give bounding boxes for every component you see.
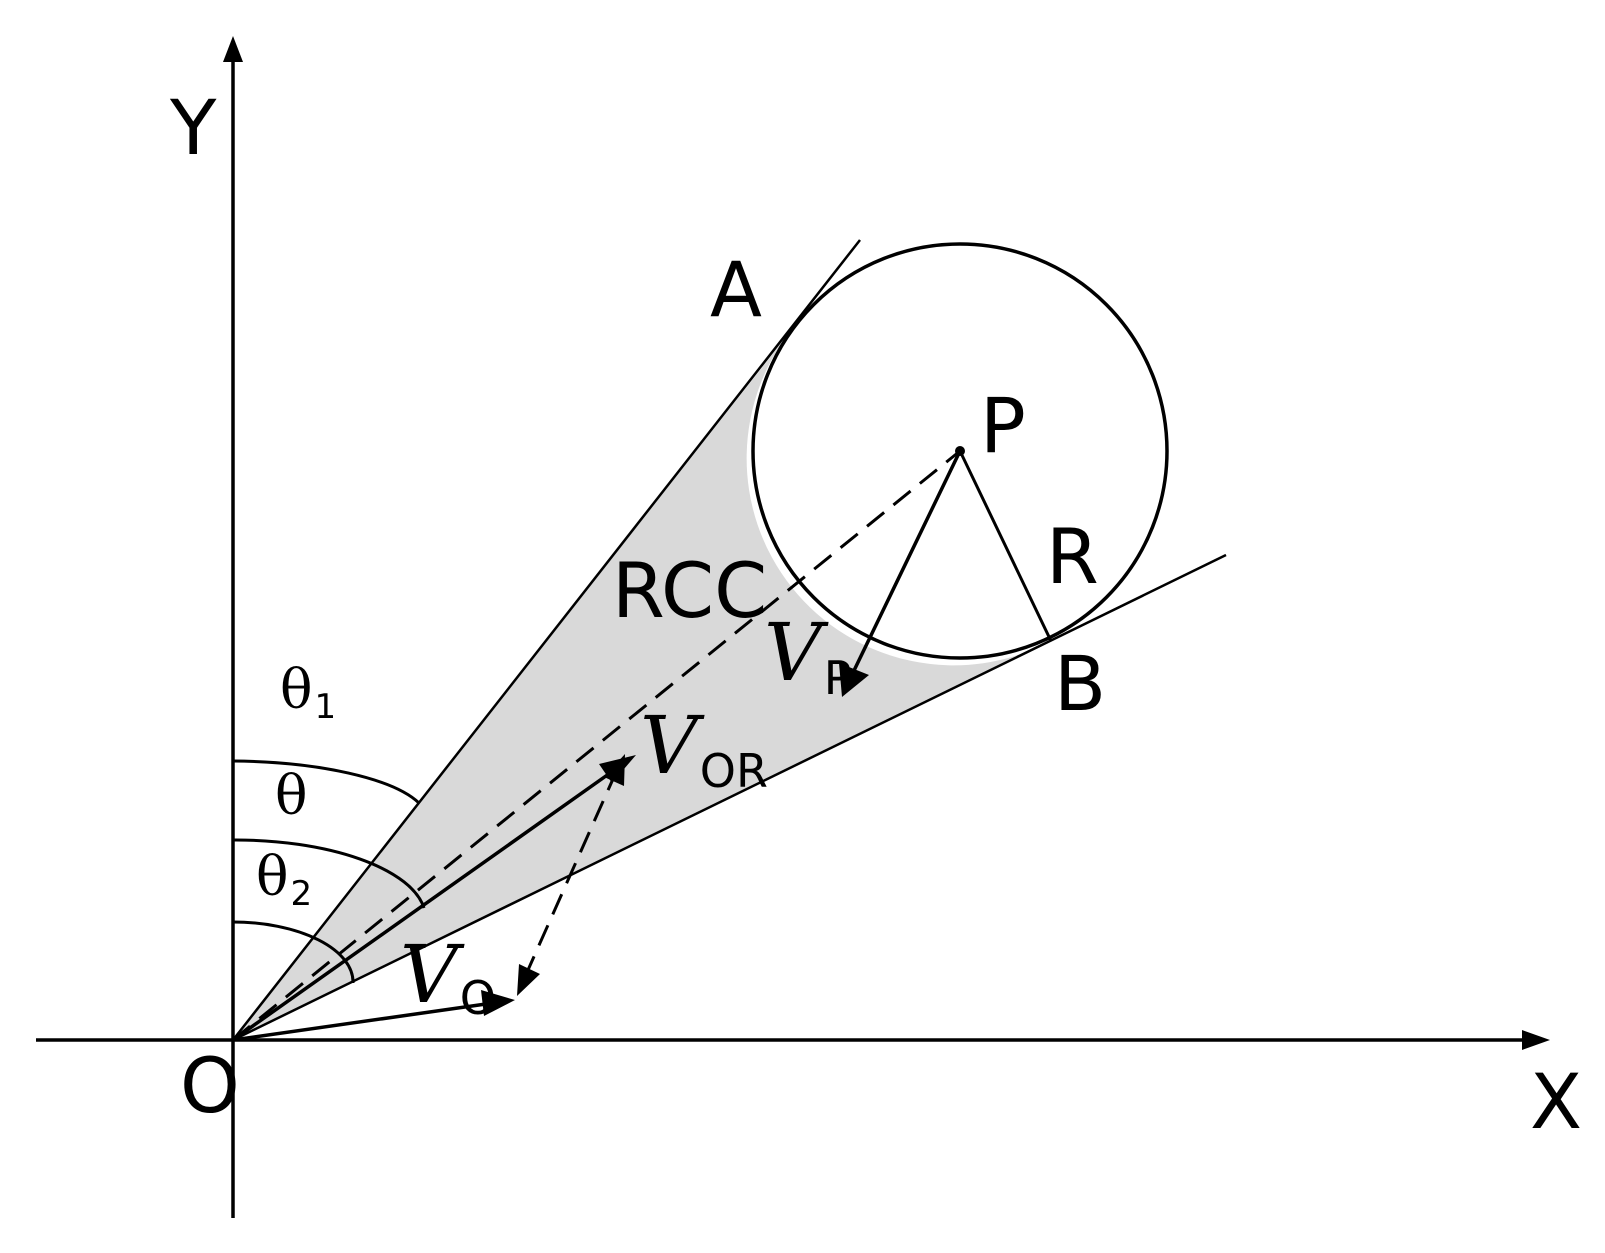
- point-p-label: P: [980, 381, 1026, 470]
- theta1-label: θ1: [280, 658, 336, 727]
- vor-vector: [231, 764, 622, 1042]
- collision-cone-region: [233, 323, 1051, 1040]
- vo-vector: [232, 1000, 501, 1042]
- vo-arrow-icon: [481, 990, 515, 1016]
- vp-arrow-icon: [839, 663, 869, 697]
- origin-label: O: [180, 1041, 240, 1130]
- tangent-line-a: [232, 239, 861, 1041]
- y-axis-label: Y: [169, 83, 217, 172]
- x-axis-label: X: [1530, 1057, 1582, 1146]
- theta1-arc: [232, 759, 421, 805]
- point-b-label: B: [1054, 639, 1106, 728]
- y-axis-arrow-icon: [223, 36, 243, 62]
- point-a-label: A: [710, 245, 762, 334]
- vp-label: VP: [764, 606, 852, 705]
- point-r-label: R: [1046, 512, 1099, 601]
- line-of-sight-dashed: [232, 449, 961, 1042]
- relative-arrow-down-icon: [517, 964, 540, 996]
- theta-label: θ: [275, 764, 308, 827]
- relative-arrow-up-icon: [604, 754, 625, 786]
- obstacle-circle: [751, 242, 1169, 660]
- vp-vector: [846, 450, 962, 684]
- x-axis-arrow-icon: [1522, 1030, 1550, 1050]
- relative-velocity-dashed: [522, 769, 619, 980]
- radius-line: [958, 450, 1053, 642]
- tangent-line-b: [232, 553, 1227, 1042]
- theta2-label: θ2: [256, 845, 312, 914]
- vo-label: VO: [400, 928, 496, 1025]
- rcc-label: RCC: [612, 546, 767, 635]
- theta2-arc: [232, 920, 355, 984]
- theta-arc: [232, 838, 426, 909]
- vor-label: VOR: [640, 699, 768, 798]
